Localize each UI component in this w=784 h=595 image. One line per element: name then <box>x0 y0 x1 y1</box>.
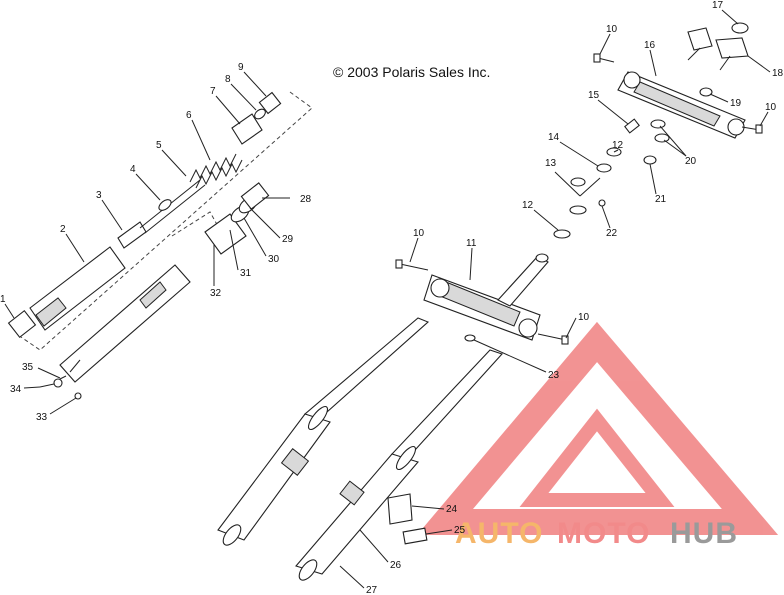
steering-hardware <box>553 87 713 239</box>
callout-24: 24 <box>446 504 458 515</box>
cartridge-parts <box>171 182 290 255</box>
watermark-text: AUTO MOTO HUB <box>455 517 738 550</box>
callout-17: 17 <box>712 0 724 11</box>
callout-20: 20 <box>685 156 697 167</box>
callout-7: 7 <box>210 86 216 97</box>
bleed-screw-group <box>39 375 82 400</box>
callout-14: 14 <box>548 132 560 143</box>
lower-triple-clamp <box>395 253 569 345</box>
callout-8: 8 <box>225 74 231 85</box>
damper-assembly <box>7 91 313 383</box>
callout-2: 2 <box>60 224 66 235</box>
callout-28: 28 <box>300 194 312 205</box>
callout-11: 11 <box>466 238 477 249</box>
callout-3: 3 <box>96 190 102 201</box>
callout-21: 21 <box>655 194 667 205</box>
callout-12-upper: 12 <box>612 140 624 151</box>
upper-triple-clamp <box>593 22 763 139</box>
callout-1: 1 <box>0 294 6 305</box>
callout-19: 19 <box>730 98 742 109</box>
copyright-text: © 2003 Polaris Sales Inc. <box>333 64 490 80</box>
callout-32: 32 <box>210 288 222 299</box>
callout-4: 4 <box>130 164 136 175</box>
watermark-logo <box>417 321 779 535</box>
callout-10-right-clamp: 10 <box>578 312 590 323</box>
callout-33: 33 <box>36 412 48 423</box>
callout-27: 27 <box>366 585 378 595</box>
callout-10-left-clamp: 10 <box>413 228 425 239</box>
watermark-word-hub: HUB <box>670 517 738 550</box>
fork-leg-right <box>295 349 503 581</box>
callout-26: 26 <box>390 560 402 571</box>
callout-31: 31 <box>240 268 252 279</box>
callout-9: 9 <box>238 62 244 73</box>
callout-34: 34 <box>10 384 22 395</box>
callout-10-top: 10 <box>606 24 618 35</box>
callout-23: 23 <box>548 370 560 381</box>
callout-6: 6 <box>186 110 192 121</box>
callout-12-lower: 12 <box>522 200 534 211</box>
watermark-word-moto: MOTO <box>557 517 650 550</box>
callout-22: 22 <box>606 228 618 239</box>
callout-18: 18 <box>772 68 784 79</box>
callout-29: 29 <box>282 234 294 245</box>
callout-10-right: 10 <box>765 102 777 113</box>
callout-16: 16 <box>644 40 656 51</box>
watermark-word-auto: AUTO <box>455 517 543 550</box>
callout-15: 15 <box>588 90 600 101</box>
spring <box>189 153 243 189</box>
callout-35: 35 <box>22 362 34 373</box>
callout-13: 13 <box>545 158 557 169</box>
callout-5: 5 <box>156 140 162 151</box>
callout-30: 30 <box>268 254 280 265</box>
callout-25: 25 <box>454 525 466 536</box>
fork-leg-left <box>217 317 430 546</box>
